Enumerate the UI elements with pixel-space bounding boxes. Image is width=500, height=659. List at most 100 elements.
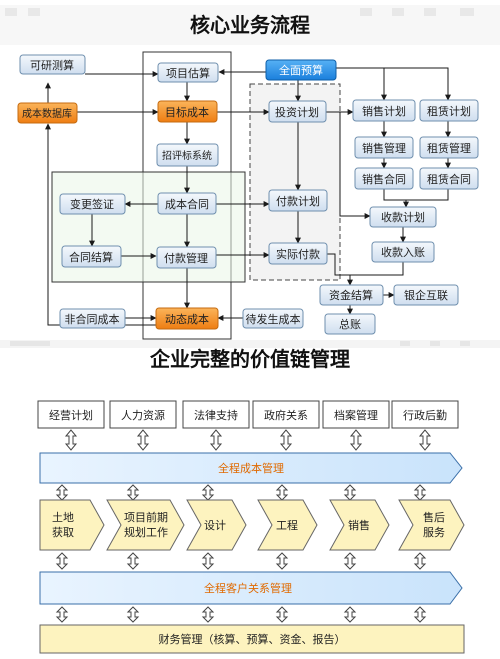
chain-step-engineering-label: 工程 xyxy=(276,519,298,532)
node-actual-payment-label: 实际付款 xyxy=(276,247,320,261)
node-collection-plan-label: 收款计划 xyxy=(381,210,425,224)
chain-step-design-label: 设计 xyxy=(204,519,226,532)
node-invest-plan: 投资计划 xyxy=(268,100,327,123)
cost-management-band-label: 全程成本管理 xyxy=(218,461,284,475)
core-process-title: 核心业务流程 xyxy=(190,13,310,37)
chain-step-planning-line-1: 项目前期 xyxy=(124,510,168,524)
chain-step-engineering: 工程 xyxy=(257,499,318,551)
node-lease-plan: 租赁计划 xyxy=(419,99,479,122)
node-lease-contract-label: 租赁合同 xyxy=(427,172,471,186)
node-sales-plan-label: 销售计划 xyxy=(362,104,406,118)
node-invest-plan-label: 投资计划 xyxy=(275,105,319,119)
node-contract-settlement: 合同结算 xyxy=(61,245,122,268)
node-target-cost: 目标成本 xyxy=(157,100,218,123)
support-item-label: 人力资源 xyxy=(121,408,165,422)
node-target-cost-label: 目标成本 xyxy=(165,105,209,119)
header-decoration xyxy=(0,5,500,45)
chain-step-after-sales: 售后 服务 xyxy=(398,499,465,551)
support-item: 行政后勤 xyxy=(391,400,459,429)
node-cost-db-label: 成本数据库 xyxy=(22,107,72,120)
cost-management-band: 全程成本管理 xyxy=(39,452,463,484)
node-fund-settlement-label: 资金结算 xyxy=(329,288,373,302)
node-cost-db: 成本数据库 xyxy=(17,102,78,124)
support-item-label: 政府关系 xyxy=(264,408,308,422)
node-lease-contract: 租赁合同 xyxy=(419,167,479,190)
node-sales-contract-label: 销售合同 xyxy=(362,172,406,186)
node-collection-entry: 收款入账 xyxy=(371,241,435,263)
flow-connectors xyxy=(45,67,451,326)
node-non-contract-cost-label: 非合同成本 xyxy=(65,312,120,326)
finance-management-bar: 财务管理（核算、预算、资金、报告） xyxy=(39,624,465,654)
node-fund-settlement: 资金结算 xyxy=(319,284,384,306)
crm-band: 全程客户关系管理 xyxy=(39,571,463,605)
node-tender-system: 招评标系统 xyxy=(156,143,219,167)
node-full-budget: 全面预算 xyxy=(265,59,337,81)
support-functions: 经营计划 人力资源 法律支持 政府关系 档案管理 行政后勤 xyxy=(37,400,459,429)
support-item: 政府关系 xyxy=(252,400,320,429)
node-payment-mgmt: 付款管理 xyxy=(156,246,217,269)
chain-step-land: 土地 获取 xyxy=(39,499,105,551)
node-change-visa-label: 变更签证 xyxy=(70,197,114,211)
chain-step-sales: 销售 xyxy=(329,499,390,551)
node-sales-mgmt-label: 销售管理 xyxy=(362,141,406,155)
value-chain-title: 企业完整的价值链管理 xyxy=(149,347,350,371)
node-bank-link: 银企互联 xyxy=(393,284,459,306)
node-general-ledger: 总账 xyxy=(324,313,376,335)
node-feasibility-label: 可研测算 xyxy=(30,58,74,72)
chain-step-land-line-2: 获取 xyxy=(52,526,74,539)
node-contract-settlement-label: 合同结算 xyxy=(69,250,113,264)
node-full-budget-label: 全面预算 xyxy=(279,63,323,77)
node-pending-cost-label: 待发生成本 xyxy=(246,312,301,326)
node-collection-plan: 收款计划 xyxy=(369,206,437,228)
node-sales-plan: 销售计划 xyxy=(352,99,416,122)
node-dynamic-cost: 动态成本 xyxy=(155,307,219,330)
double-arrows-row-3 xyxy=(55,552,427,570)
node-payment-plan: 付款计划 xyxy=(268,189,328,212)
node-lease-mgmt: 租赁管理 xyxy=(419,136,479,159)
chain-step-planning: 项目前期 规划工作 xyxy=(106,499,185,551)
chain-step-planning-line-2: 规划工作 xyxy=(124,525,168,539)
node-cost-contract-label: 成本合同 xyxy=(165,197,209,211)
double-arrows-row-2 xyxy=(55,484,427,501)
double-arrows-row-4 xyxy=(55,606,427,623)
node-collection-entry-label: 收款入账 xyxy=(381,245,425,259)
node-change-visa: 变更签证 xyxy=(59,193,126,215)
support-item: 经营计划 xyxy=(37,400,105,429)
support-item-label: 经营计划 xyxy=(49,408,93,422)
node-project-estimate: 项目估算 xyxy=(157,62,219,83)
chain-step-after-sales-line-1: 售后 xyxy=(423,510,445,524)
chain-step-sales-label: 销售 xyxy=(348,518,370,532)
node-general-ledger-label: 总账 xyxy=(339,317,361,331)
node-bank-link-label: 银企互联 xyxy=(404,288,448,302)
node-lease-mgmt-label: 租赁管理 xyxy=(427,141,471,155)
node-lease-plan-label: 租赁计划 xyxy=(427,104,471,118)
support-item: 人力资源 xyxy=(109,400,177,429)
crm-band-label: 全程客户关系管理 xyxy=(204,581,292,595)
node-cost-contract: 成本合同 xyxy=(157,192,217,215)
support-item: 档案管理 xyxy=(322,400,390,429)
node-tender-system-label: 招评标系统 xyxy=(162,149,212,162)
node-non-contract-cost: 非合同成本 xyxy=(59,308,126,329)
core-process-section: 核心业务流程 xyxy=(0,5,500,348)
node-actual-payment: 实际付款 xyxy=(268,242,328,265)
value-chain-section: 企业完整的价值链管理 经营计划 人力资源 法律支持 政府关系 档案管理 xyxy=(37,347,465,654)
node-pending-cost: 待发生成本 xyxy=(242,308,304,329)
section-divider xyxy=(0,340,500,348)
chain-step-land-line-1: 土地 xyxy=(52,511,74,524)
support-item-label: 法律支持 xyxy=(194,408,238,422)
node-dynamic-cost-label: 动态成本 xyxy=(165,312,209,326)
support-item: 法律支持 xyxy=(182,400,250,429)
support-item-label: 档案管理 xyxy=(334,408,378,422)
chain-step-design: 设计 xyxy=(186,499,247,551)
node-feasibility: 可研测算 xyxy=(19,54,86,75)
node-sales-contract: 销售合同 xyxy=(354,167,414,190)
node-sales-mgmt: 销售管理 xyxy=(354,136,414,159)
node-project-estimate-label: 项目估算 xyxy=(166,66,210,80)
finance-management-label: 财务管理（核算、预算、资金、报告） xyxy=(159,632,346,646)
chain-step-after-sales-line-2: 服务 xyxy=(423,526,445,539)
node-payment-mgmt-label: 付款管理 xyxy=(164,251,208,265)
node-payment-plan-label: 付款计划 xyxy=(276,194,320,208)
value-chain-steps: 土地 获取 项目前期 规划工作 设计 工程 销售 售后 xyxy=(39,499,465,551)
support-item-label: 行政后勤 xyxy=(403,408,447,422)
